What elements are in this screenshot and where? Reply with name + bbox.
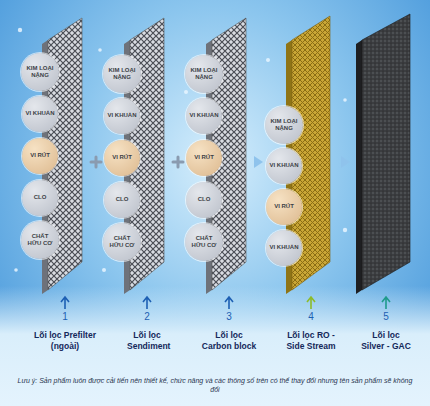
filter-panel (362, 14, 410, 290)
contaminant-label: VI KHUẨN (25, 110, 54, 117)
callout-number: 5 (383, 311, 389, 322)
contaminant-circle: VI KHUẨN (186, 98, 222, 134)
contaminant-circle: CHẤT HỮU CƠ (21, 221, 59, 259)
contaminant-circle: KIM LOẠI NẶNG (185, 55, 223, 93)
contaminant-label: CLO (198, 196, 211, 203)
callout-number: 3 (226, 311, 232, 322)
contaminant-label: VI KHUẨN (189, 112, 218, 119)
contaminant-label: KIM LOẠI NẶNG (107, 67, 137, 81)
water-drop (266, 58, 270, 62)
contaminant-circle: CHẤT HỮU CƠ (103, 223, 141, 261)
water-drop (343, 228, 347, 232)
contaminant-circle: CLO (104, 182, 140, 218)
up-arrow (61, 297, 69, 309)
filter-label: Lõi lọc Prefilter (ngoài) (34, 330, 96, 351)
up-arrow (382, 297, 390, 309)
contaminant-label: CHẤT HỮU CƠ (107, 235, 137, 249)
up-arrow (143, 297, 151, 309)
filter-label: Lõi lọc RO - Side Stream (286, 330, 336, 351)
contaminant-label: CLO (34, 194, 47, 201)
callout-number: 2 (144, 311, 150, 322)
contaminant-label: KIM LOẠI NẶNG (25, 65, 55, 79)
contaminant-label: VI RÚT (112, 154, 132, 161)
contaminant-label: CLO (116, 196, 129, 203)
panel-edge (356, 40, 362, 294)
contaminant-label: VI RÚT (194, 154, 214, 161)
up-arrow (225, 297, 233, 309)
contaminant-circle: CHẤT HỮU CƠ (185, 223, 223, 261)
contaminant-label: KIM LOẠI NẶNG (269, 118, 299, 132)
contaminant-label: VI KHUẨN (107, 112, 136, 119)
contaminant-circle: KIM LOẠI NẶNG (265, 106, 303, 144)
contaminant-circle: VI RÚT (266, 189, 302, 225)
water-drop (98, 48, 102, 52)
contaminant-circle: VI KHUẨN (104, 98, 140, 134)
plus-symbol (173, 157, 183, 167)
callout-number: 1 (62, 311, 68, 322)
flow-arrow (341, 156, 350, 168)
contaminant-circle: CLO (186, 182, 222, 218)
filter-label: Lõi lọc Silver - GAC (361, 330, 411, 351)
contaminant-circle: KIM LOẠI NẶNG (103, 55, 141, 93)
contaminant-circle: VI KHUẨN (266, 148, 302, 184)
water-drop (102, 268, 106, 272)
contaminant-circle: VI RÚT (186, 140, 222, 176)
contaminant-label: VI RÚT (274, 203, 294, 210)
contaminant-circle: KIM LOẠI NẶNG (21, 53, 59, 91)
contaminant-label: VI KHUẨN (269, 244, 298, 251)
water-drop (14, 268, 18, 272)
contaminant-circle: VI RÚT (22, 138, 58, 174)
callout-number: 4 (308, 311, 314, 322)
contaminant-circle: VI KHUẨN (22, 96, 58, 132)
flow-arrow (254, 156, 263, 168)
water-drop (343, 98, 347, 102)
contaminant-circle: VI KHUẨN (266, 230, 302, 266)
filter-label: Lõi lọc Carbon block (201, 330, 257, 351)
water-drop (184, 90, 188, 94)
contaminant-label: VI RÚT (30, 152, 50, 159)
contaminant-circle: CLO (22, 180, 58, 216)
contaminant-circle: VI RÚT (104, 140, 140, 176)
plus-symbol (91, 157, 101, 167)
filter-label: Lõi lọc Sendiment (127, 330, 167, 351)
contaminant-label: CHẤT HỮU CƠ (25, 233, 55, 247)
contaminant-label: VI KHUẨN (269, 162, 298, 169)
water-drop (18, 28, 22, 32)
contaminant-label: KIM LOẠI NẶNG (189, 67, 219, 81)
footnote-note: Lưu ý: Sản phẩm luôn được cải tiến nên t… (15, 376, 415, 395)
contaminant-label: CHẤT HỮU CƠ (189, 235, 219, 249)
up-arrow (307, 297, 315, 309)
